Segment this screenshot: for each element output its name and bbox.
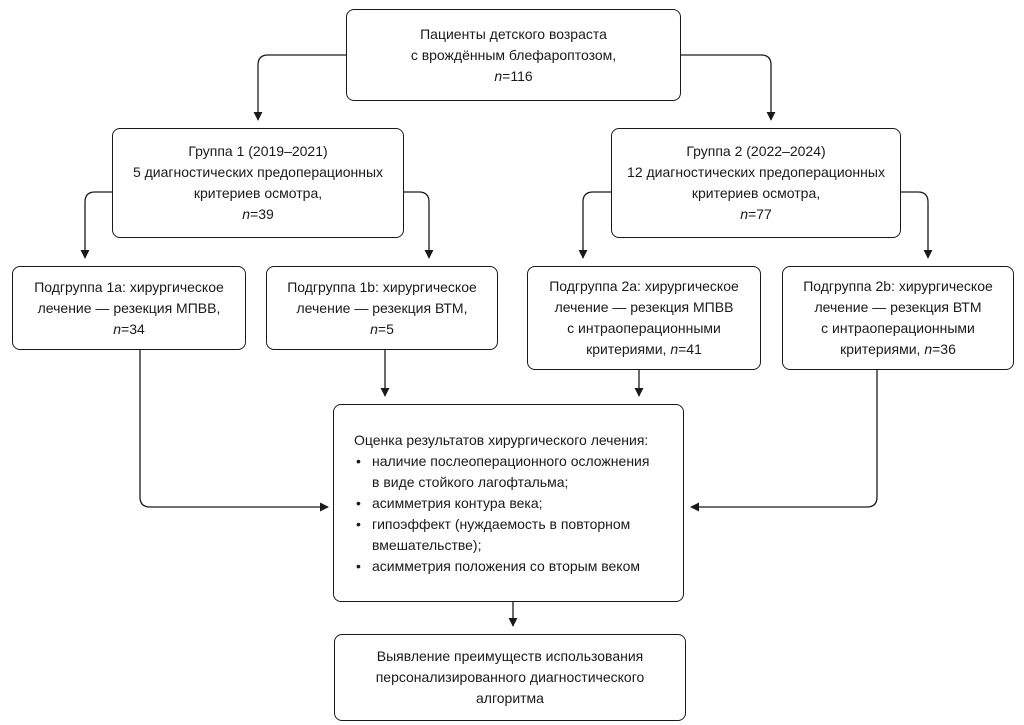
subgroup-2b-box: Подгруппа 2b: хирургическое лечение — ре… xyxy=(782,266,1014,370)
evaluation-criterion-position-asymmetry: асимметрия положения со вторым веком xyxy=(354,556,649,577)
subgroup-1b-line-2: лечение — резекция ВТМ, xyxy=(296,299,468,316)
connector-group1-to-sub1a xyxy=(80,191,112,259)
criterion-3-line-1: гипоэффект (нуждаемость в повторном xyxy=(372,515,631,532)
conclusion-box: Выявление преимуществ использования перс… xyxy=(334,634,686,721)
subgroup-2a-box: Подгруппа 2a: хирургическое лечение — ре… xyxy=(527,266,761,370)
group-1-line-2: 5 диагностических предоперационных xyxy=(132,164,384,180)
criterion-3-line-2: вмешательстве); xyxy=(372,536,482,553)
group-2-n-symbol: n xyxy=(740,206,749,222)
subgroup-1b-n-symbol: n xyxy=(370,320,378,337)
subgroup-1b-n-value: =5 xyxy=(377,320,394,337)
subgroup-1b-line-1: Подгруппа 1b: хирургическое xyxy=(287,278,477,295)
group-2-line-3: критериев осмотра, xyxy=(691,185,821,201)
group-2-title: Группа 2 (2022–2024) xyxy=(686,143,826,159)
patients-n-symbol: n xyxy=(494,67,503,84)
subgroup-1a-count: n=34 xyxy=(113,319,145,340)
group-1-n-symbol: n xyxy=(242,206,251,222)
conclusion-line-3: алгоритма xyxy=(476,690,544,706)
group-2-line-2: 12 диагностических предоперационных xyxy=(627,164,885,180)
subgroup-1b-box: Подгруппа 1b: хирургическое лечение — ре… xyxy=(266,266,498,350)
evaluation-criteria-list: наличие послеоперационного осложнения в … xyxy=(354,451,649,577)
group-1-title: Группа 1 (2019–2021) xyxy=(188,143,328,159)
subgroup-2b-line-2: лечение — резекция ВТМ xyxy=(814,299,982,315)
connector-top-to-group1 xyxy=(253,54,346,121)
connector-sub1a-to-evaluation xyxy=(139,350,329,512)
evaluation-criterion-contour-asymmetry: асимметрия контура века; xyxy=(354,493,649,514)
connector-sub2b-to-evaluation xyxy=(690,370,878,512)
subgroup-2a-line-2: лечение — резекция МПВВ xyxy=(554,299,734,315)
patients-count: n=116 xyxy=(494,66,532,87)
subgroup-1a-n-symbol: n xyxy=(113,320,122,337)
subgroup-2b-n-symbol: n xyxy=(924,341,933,357)
subgroup-2b-count: критериями, n=36 xyxy=(840,339,956,360)
criterion-1-line-2: в виде стойкого лагофтальма; xyxy=(372,473,569,490)
patients-line-1: Пациенты детского возраста xyxy=(420,25,607,42)
evaluation-criterion-hypoeffect: гипоэффект (нуждаемость в повторном вмеш… xyxy=(354,514,649,556)
subgroup-1b-count: n=5 xyxy=(370,319,394,340)
criterion-2-line-1: асимметрия контура века; xyxy=(372,494,543,511)
subgroup-2a-count: критериями, n=41 xyxy=(586,339,702,360)
subgroup-2a-n-prefix: критериями, xyxy=(586,341,671,357)
subgroup-2a-line-1: Подгруппа 2a: хирургическое xyxy=(549,278,739,294)
subgroup-2a-n-symbol: n xyxy=(670,341,679,357)
subgroup-2b-n-value: =36 xyxy=(932,341,956,357)
patients-box: Пациенты детского возраста с врождённым … xyxy=(346,9,681,101)
conclusion-line-2: персонализированного диагностического xyxy=(375,669,645,685)
group-1-line-3: критериев осмотра, xyxy=(193,185,323,201)
subgroup-2a-line-3: с интраоперационными xyxy=(567,320,721,336)
evaluation-box: Оценка результатов хирургического лечени… xyxy=(333,404,684,602)
connector-group2-to-sub2a xyxy=(578,191,611,259)
subgroup-1a-n-value: =34 xyxy=(121,320,145,337)
group-2-count: n=77 xyxy=(740,204,772,225)
connector-group1-to-sub1b xyxy=(403,191,434,259)
subgroup-2b-n-prefix: критериями, xyxy=(840,341,925,357)
criterion-1-line-1: наличие послеоперационного осложнения xyxy=(372,452,650,469)
connector-top-to-group2 xyxy=(680,54,776,121)
group-1-n-value: =39 xyxy=(250,206,274,222)
connector-group2-to-sub2b xyxy=(900,191,933,259)
evaluation-heading: Оценка результатов хирургического лечени… xyxy=(354,431,649,448)
group-2-n-value: =77 xyxy=(748,206,772,222)
patients-line-2: с врождённым блефароптозом, xyxy=(410,46,617,63)
subgroup-1a-box: Подгруппа 1a: хирургическое лечение — ре… xyxy=(12,266,246,350)
subgroup-2b-line-3: с интраоперационными xyxy=(821,320,975,336)
group-1-count: n=39 xyxy=(242,204,274,225)
criterion-4-line-1: асимметрия положения со вторым веком xyxy=(372,557,640,574)
evaluation-criterion-lagophthalmos: наличие послеоперационного осложнения в … xyxy=(354,451,649,493)
subgroup-1a-line-2: лечение — резекция МПВВ, xyxy=(37,299,221,316)
conclusion-line-1: Выявление преимуществ использования xyxy=(376,648,644,664)
subgroup-2b-line-1: Подгруппа 2b: хирургическое xyxy=(803,278,993,294)
group-1-box: Группа 1 (2019–2021) 5 диагностических п… xyxy=(112,128,404,238)
subgroup-2a-n-value: =41 xyxy=(678,341,702,357)
group-2-box: Группа 2 (2022–2024) 12 диагностических … xyxy=(611,128,901,238)
patients-n-value: =116 xyxy=(502,67,533,84)
subgroup-1a-line-1: Подгруппа 1a: хирургическое xyxy=(34,278,224,295)
